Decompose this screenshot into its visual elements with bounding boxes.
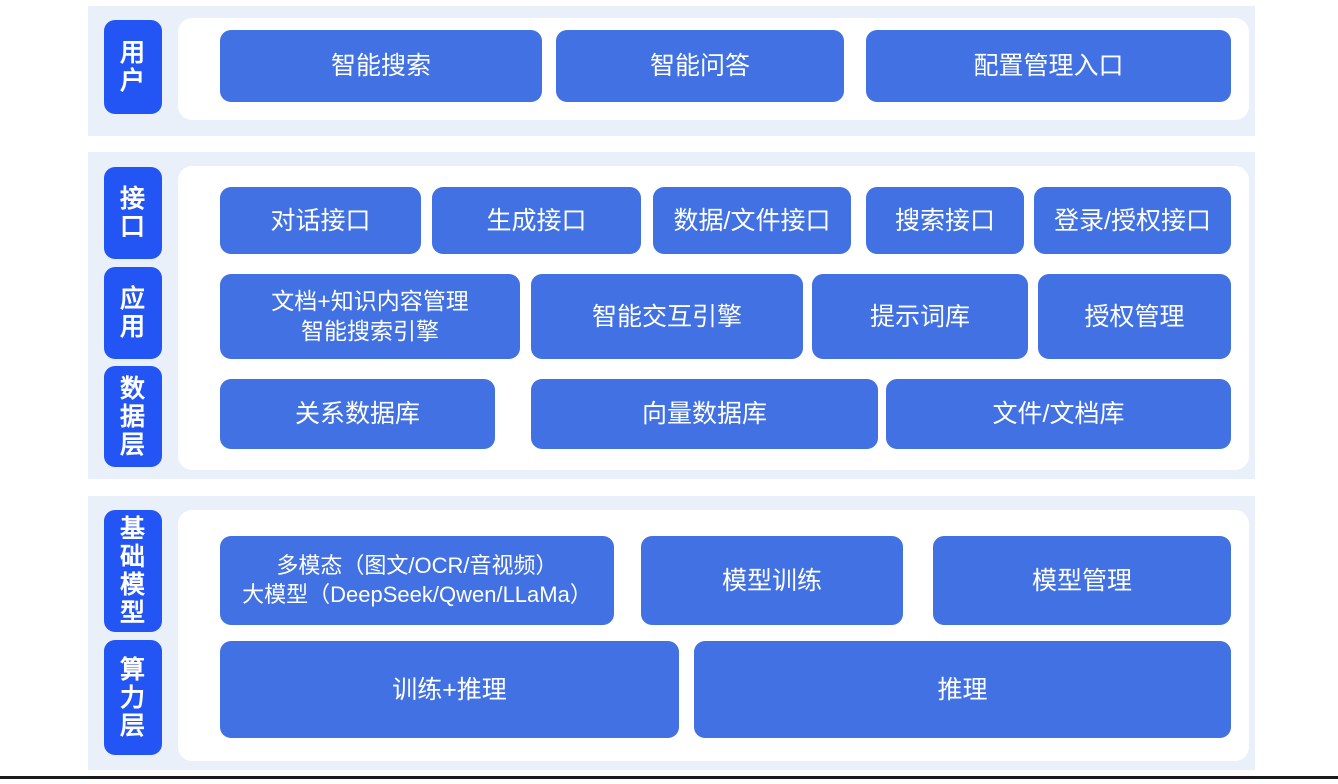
chip-data-file-api[interactable]: 数据/文件接口 [653,187,851,254]
layer-tab-compute-label: 算力层 [119,655,146,740]
layer-tab-interface[interactable]: 接口 [104,167,162,259]
chip-model-training[interactable]: 模型训练 [641,536,903,625]
chip-model-management[interactable]: 模型管理 [933,536,1231,625]
chip-vector-database[interactable]: 向量数据库 [531,379,878,449]
chip-prompt-library[interactable]: 提示词库 [812,274,1028,359]
chip-smart-search[interactable]: 智能搜索 [220,30,542,102]
chip-generation-api[interactable]: 生成接口 [432,187,641,254]
layer-tab-compute[interactable]: 算力层 [104,640,162,755]
chip-login-auth-api[interactable]: 登录/授权接口 [1034,187,1231,254]
chip-smart-qa[interactable]: 智能问答 [556,30,844,102]
chip-document-knowledge-management[interactable]: 文档+知识内容管理 智能搜索引擎 [220,274,520,359]
chip-training-inference[interactable]: 训练+推理 [220,641,679,738]
chip-multimodal-large-model[interactable]: 多模态（图文/OCR/音视频） 大模型（DeepSeek/Qwen/LLaMa） [220,536,614,625]
layer-tab-base-model[interactable]: 基础模型 [104,510,162,632]
chip-search-api[interactable]: 搜索接口 [866,187,1024,254]
layer-tab-user[interactable]: 用户 [104,20,162,114]
layer-tab-interface-label: 接口 [119,185,146,241]
layer-tab-application-label: 应用 [119,285,146,341]
chip-inference[interactable]: 推理 [694,641,1231,738]
layer-tab-data[interactable]: 数据层 [104,366,162,467]
chip-relational-database[interactable]: 关系数据库 [220,379,495,449]
bottom-divider [0,776,1338,779]
layer-tab-application[interactable]: 应用 [104,267,162,359]
chip-authorization-management[interactable]: 授权管理 [1038,274,1231,359]
layer-tab-base-model-label: 基础模型 [119,515,146,627]
chip-file-document-repository[interactable]: 文件/文档库 [886,379,1231,449]
chip-config-management-entry[interactable]: 配置管理入口 [866,30,1231,102]
layer-tab-data-label: 数据层 [119,374,146,459]
chip-dialog-api[interactable]: 对话接口 [220,187,421,254]
chip-smart-interaction-engine[interactable]: 智能交互引擎 [531,274,803,359]
layer-tab-user-label: 用户 [119,39,146,95]
